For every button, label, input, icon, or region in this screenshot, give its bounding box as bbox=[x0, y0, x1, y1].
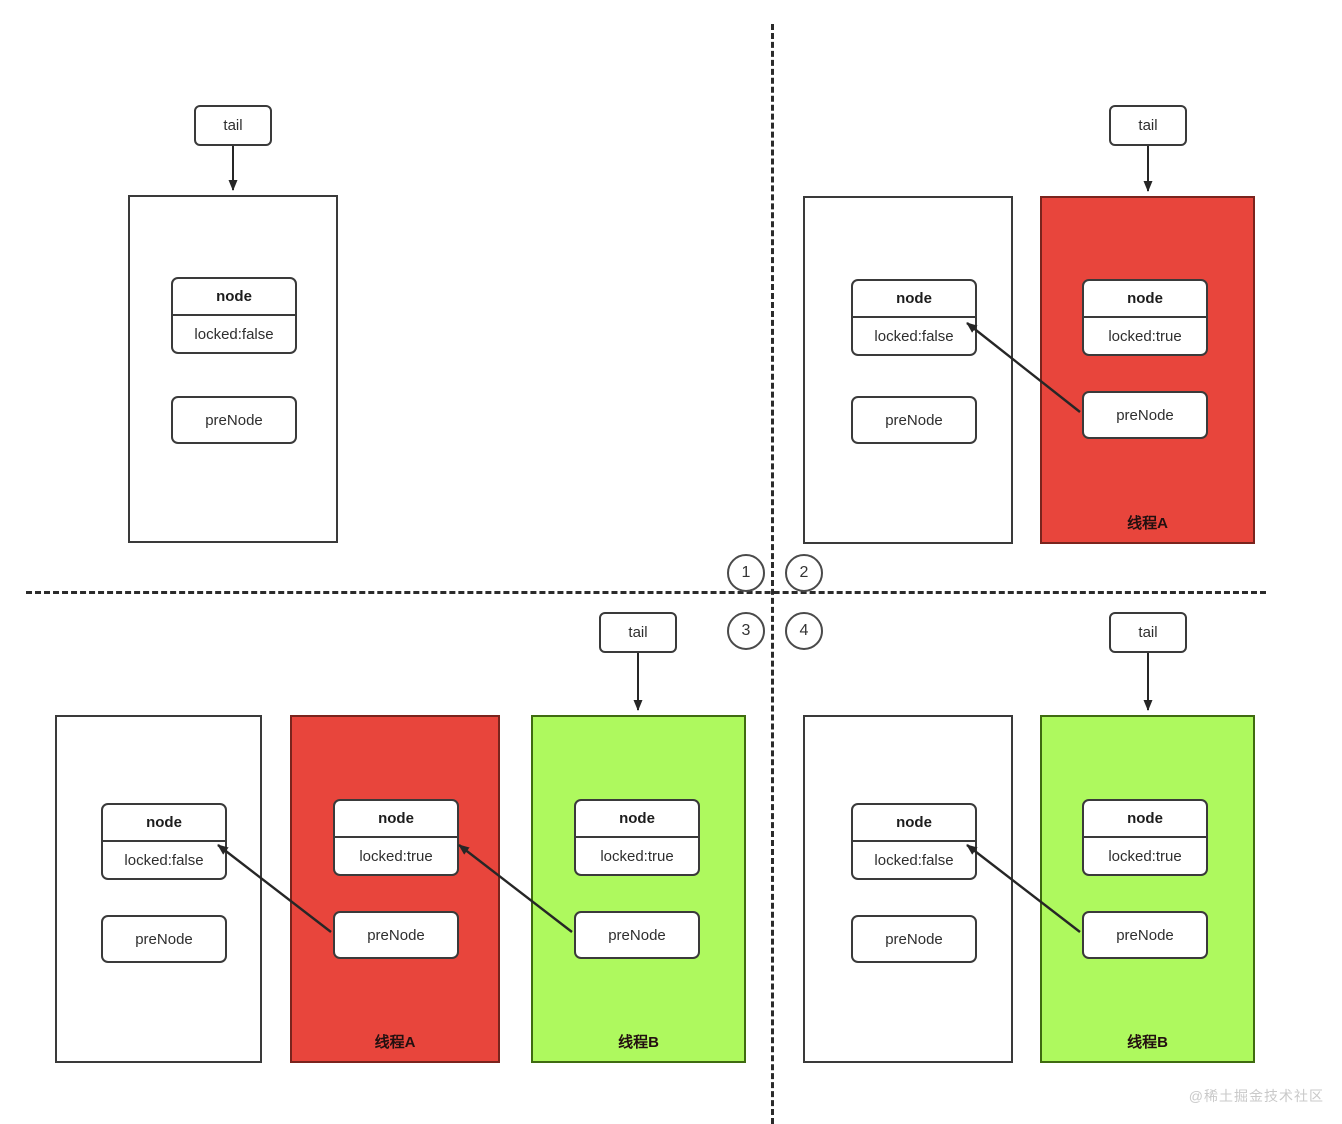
q3-thread-a-node-locked-value: locked:true bbox=[359, 847, 433, 865]
step-3-number: 3 bbox=[741, 622, 751, 639]
q2-shared-node-locked-value: locked:false bbox=[874, 327, 954, 345]
q2-shared-node-title: node bbox=[853, 281, 975, 318]
q3-shared-prenode-label: preNode bbox=[135, 930, 193, 948]
q4-tail-label: tail bbox=[1138, 624, 1158, 641]
q2-thread-a-node-locked-value: locked:true bbox=[1108, 327, 1182, 345]
q4-thread-b-node-title: node bbox=[1084, 801, 1206, 838]
q1-prenode-box: preNode bbox=[171, 396, 297, 444]
step-2-number: 2 bbox=[799, 564, 809, 581]
q2-thread-a-panel: node locked:true preNode 线程A bbox=[1040, 196, 1255, 544]
q3-thread-a-prenode-box: preNode bbox=[333, 911, 459, 959]
q1-shared-memory-panel: node locked:false preNode bbox=[128, 195, 338, 543]
q1-node-locked-value: locked:false bbox=[194, 325, 274, 343]
q3-thread-b-node-title: node bbox=[576, 801, 698, 838]
q1-node-title: node bbox=[173, 279, 295, 316]
q4-thread-b-node-box: node locked:true bbox=[1082, 799, 1208, 876]
q4-shared-prenode-box: preNode bbox=[851, 915, 977, 963]
q3-thread-b-node-box: node locked:true bbox=[574, 799, 700, 876]
q3-tail-box: tail bbox=[599, 612, 677, 653]
q2-thread-a-node-box: node locked:true bbox=[1082, 279, 1208, 356]
q3-thread-a-label: 线程A bbox=[374, 1034, 416, 1051]
q3-thread-b-prenode-label: preNode bbox=[608, 926, 666, 944]
vertical-divider bbox=[771, 24, 774, 1124]
q4-thread-b-prenode-label: preNode bbox=[1116, 926, 1174, 944]
step-circle-2: 2 bbox=[785, 554, 823, 592]
step-circle-1: 1 bbox=[727, 554, 765, 592]
q4-shared-memory-panel: node locked:false preNode bbox=[803, 715, 1013, 1063]
q4-thread-b-label: 线程B bbox=[1127, 1034, 1168, 1051]
q1-tail-label: tail bbox=[223, 117, 243, 134]
q2-shared-node-box: node locked:false bbox=[851, 279, 977, 356]
q3-thread-b-panel: node locked:true preNode 线程B bbox=[531, 715, 746, 1063]
q4-shared-node-box: node locked:false bbox=[851, 803, 977, 880]
q4-tail-box: tail bbox=[1109, 612, 1187, 653]
q3-thread-b-node-locked-value: locked:true bbox=[600, 847, 674, 865]
q2-thread-a-prenode-label: preNode bbox=[1116, 406, 1174, 424]
q3-tail-label: tail bbox=[628, 624, 648, 641]
watermark: @稀土掘金技术社区 bbox=[1188, 1088, 1324, 1104]
step-4-number: 4 bbox=[799, 622, 809, 639]
q1-prenode-label: preNode bbox=[205, 411, 263, 429]
q1-tail-box: tail bbox=[194, 105, 272, 146]
q3-thread-b-prenode-box: preNode bbox=[574, 911, 700, 959]
step-circle-4: 4 bbox=[785, 612, 823, 650]
q3-thread-b-label: 线程B bbox=[618, 1034, 659, 1051]
q2-shared-memory-panel: node locked:false preNode bbox=[803, 196, 1013, 544]
q2-tail-box: tail bbox=[1109, 105, 1187, 146]
q2-tail-label: tail bbox=[1138, 117, 1158, 134]
q3-shared-node-title: node bbox=[103, 805, 225, 842]
q1-node-box: node locked:false bbox=[171, 277, 297, 354]
step-1-number: 1 bbox=[741, 564, 751, 581]
q4-thread-b-prenode-box: preNode bbox=[1082, 911, 1208, 959]
q2-thread-a-label: 线程A bbox=[1127, 515, 1168, 532]
q4-shared-prenode-label: preNode bbox=[885, 930, 943, 948]
q3-shared-node-locked-value: locked:false bbox=[124, 851, 204, 869]
q3-thread-a-prenode-label: preNode bbox=[367, 926, 425, 944]
q2-thread-a-prenode-box: preNode bbox=[1082, 391, 1208, 439]
q3-shared-node-box: node locked:false bbox=[101, 803, 227, 880]
step-circle-3: 3 bbox=[727, 612, 765, 650]
q3-shared-prenode-box: preNode bbox=[101, 915, 227, 963]
q3-thread-a-node-title: node bbox=[335, 801, 457, 838]
q2-thread-a-node-title: node bbox=[1084, 281, 1206, 318]
q2-shared-prenode-label: preNode bbox=[885, 411, 943, 429]
q4-thread-b-node-locked-value: locked:true bbox=[1108, 847, 1182, 865]
q3-thread-a-panel: node locked:true preNode 线程A bbox=[290, 715, 500, 1063]
q4-shared-node-title: node bbox=[853, 805, 975, 842]
q4-thread-b-panel: node locked:true preNode 线程B bbox=[1040, 715, 1255, 1063]
q2-shared-prenode-box: preNode bbox=[851, 396, 977, 444]
q3-thread-a-node-box: node locked:true bbox=[333, 799, 459, 876]
q4-shared-node-locked-value: locked:false bbox=[874, 851, 954, 869]
horizontal-divider bbox=[26, 591, 1266, 594]
q3-shared-memory-panel: node locked:false preNode bbox=[55, 715, 262, 1063]
